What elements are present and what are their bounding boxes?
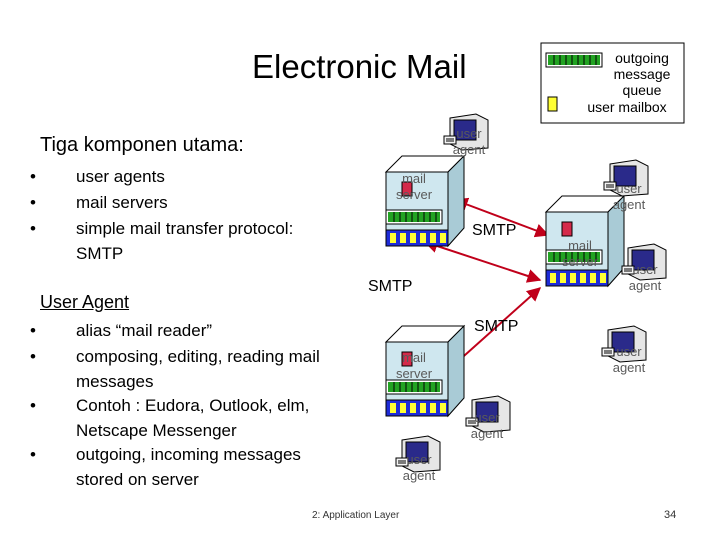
list-item: simple mail transfer protocol:SMTP (28, 216, 293, 265)
list-item: mail servers (28, 190, 293, 216)
smtp-arrow-top (453, 197, 550, 238)
page-number: 34 (664, 509, 677, 521)
components-heading: Tiga komponen utama: (40, 134, 244, 156)
mailbox-icon (547, 96, 558, 112)
user-agent-list: alias “mail reader” composing, editing, … (28, 318, 320, 491)
list-item: Contoh : Eudora, Outlook, elm,Netscape M… (28, 393, 320, 442)
smtp-label: SMTP (472, 222, 517, 239)
list-item: user agents (28, 164, 293, 190)
footer-text: 2: Application Layer (312, 510, 400, 521)
user-agent-heading: User Agent (40, 292, 130, 312)
legend-mailbox-label: user mailbox (587, 99, 667, 115)
smtp-arrow-middle (423, 239, 542, 283)
smtp-label: SMTP (474, 318, 519, 335)
components-list: user agents mail servers simple mail tra… (28, 164, 293, 265)
page-title: Electronic Mail (252, 48, 467, 85)
smtp-label: SMTP (368, 278, 413, 295)
list-item: alias “mail reader” (28, 318, 320, 344)
